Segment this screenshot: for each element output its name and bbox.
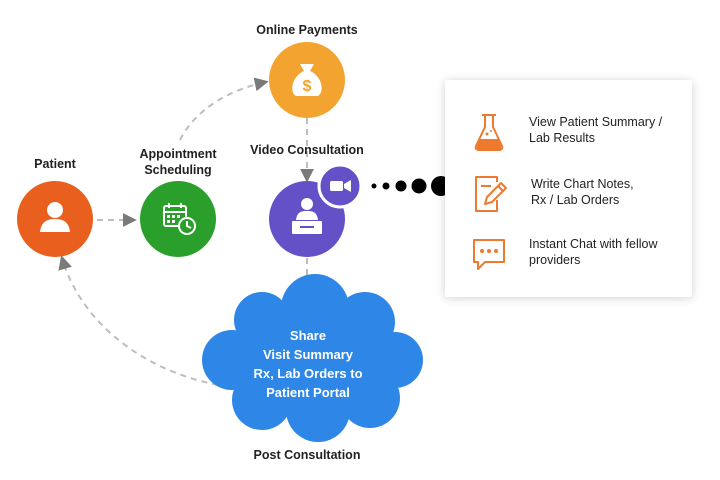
payments-label: Online Payments	[256, 23, 358, 37]
feature-item-instant-chat: Instant Chat with fellow providers	[445, 230, 692, 278]
features-card: View Patient Summary / Lab Results Write…	[445, 80, 692, 297]
chat-bubble-icon	[473, 239, 505, 270]
video-camera-icon	[330, 180, 351, 192]
flask-icon	[474, 114, 504, 151]
doctor-at-desk-icon	[292, 198, 322, 234]
post-consultation-cloud	[202, 274, 423, 442]
person-icon	[40, 202, 70, 232]
patient-node	[17, 181, 93, 257]
calendar-clock-icon	[163, 203, 196, 235]
feature-text: Instant Chat with fellow providers	[529, 237, 658, 267]
appointment-node	[140, 181, 216, 257]
svg-text:$: $	[303, 78, 312, 95]
patient-label: Patient	[34, 157, 76, 171]
feature-item-chart-notes: Write Chart Notes, Rx / Lab Orders	[445, 170, 692, 218]
post-consultation-label: Post Consultation	[253, 448, 361, 462]
cloud-line: Rx, Lab Orders to	[253, 366, 363, 381]
connector-dots	[371, 176, 451, 196]
money-bag-icon: $	[292, 64, 322, 96]
payments-node: $	[269, 42, 345, 118]
cloud-line: Patient Portal	[266, 385, 350, 400]
appointment-label: Appointment Scheduling	[139, 147, 217, 177]
cloud-line: Share	[289, 328, 327, 343]
feature-text: View Patient Summary / Lab Results	[529, 115, 663, 145]
video-label: Video Consultation	[250, 143, 364, 157]
cloud-line: Visit Summary	[262, 347, 354, 362]
pencil-note-icon	[475, 176, 507, 212]
video-node	[269, 163, 363, 257]
cloud-text: Share Visit Summary Rx, Lab Orders to Pa…	[228, 326, 388, 402]
arrow-appointment-to-payments	[179, 77, 269, 141]
arrow-cloud-to-patient	[58, 255, 219, 386]
feature-text: Write Chart Notes, Rx / Lab Orders	[531, 177, 634, 207]
feature-item-lab-results: View Patient Summary / Lab Results	[445, 108, 692, 156]
